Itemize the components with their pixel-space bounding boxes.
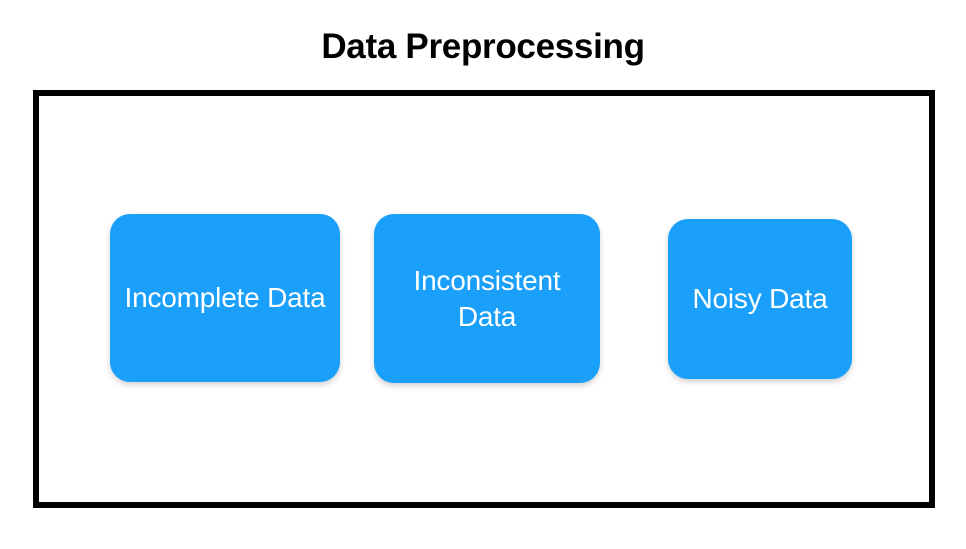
node-incomplete-data-label: Incomplete Data xyxy=(124,282,326,313)
page-title: Data Preprocessing xyxy=(321,27,645,66)
node-noisy-data-label: Noisy Data xyxy=(692,283,828,314)
node-inconsistent-data[interactable]: Inconsistent Data xyxy=(374,214,600,383)
node-incomplete-data[interactable]: Incomplete Data xyxy=(110,214,340,382)
node-noisy-data[interactable]: Noisy Data xyxy=(668,219,852,379)
node-inconsistent-data-label: Inconsistent Data xyxy=(413,264,561,332)
